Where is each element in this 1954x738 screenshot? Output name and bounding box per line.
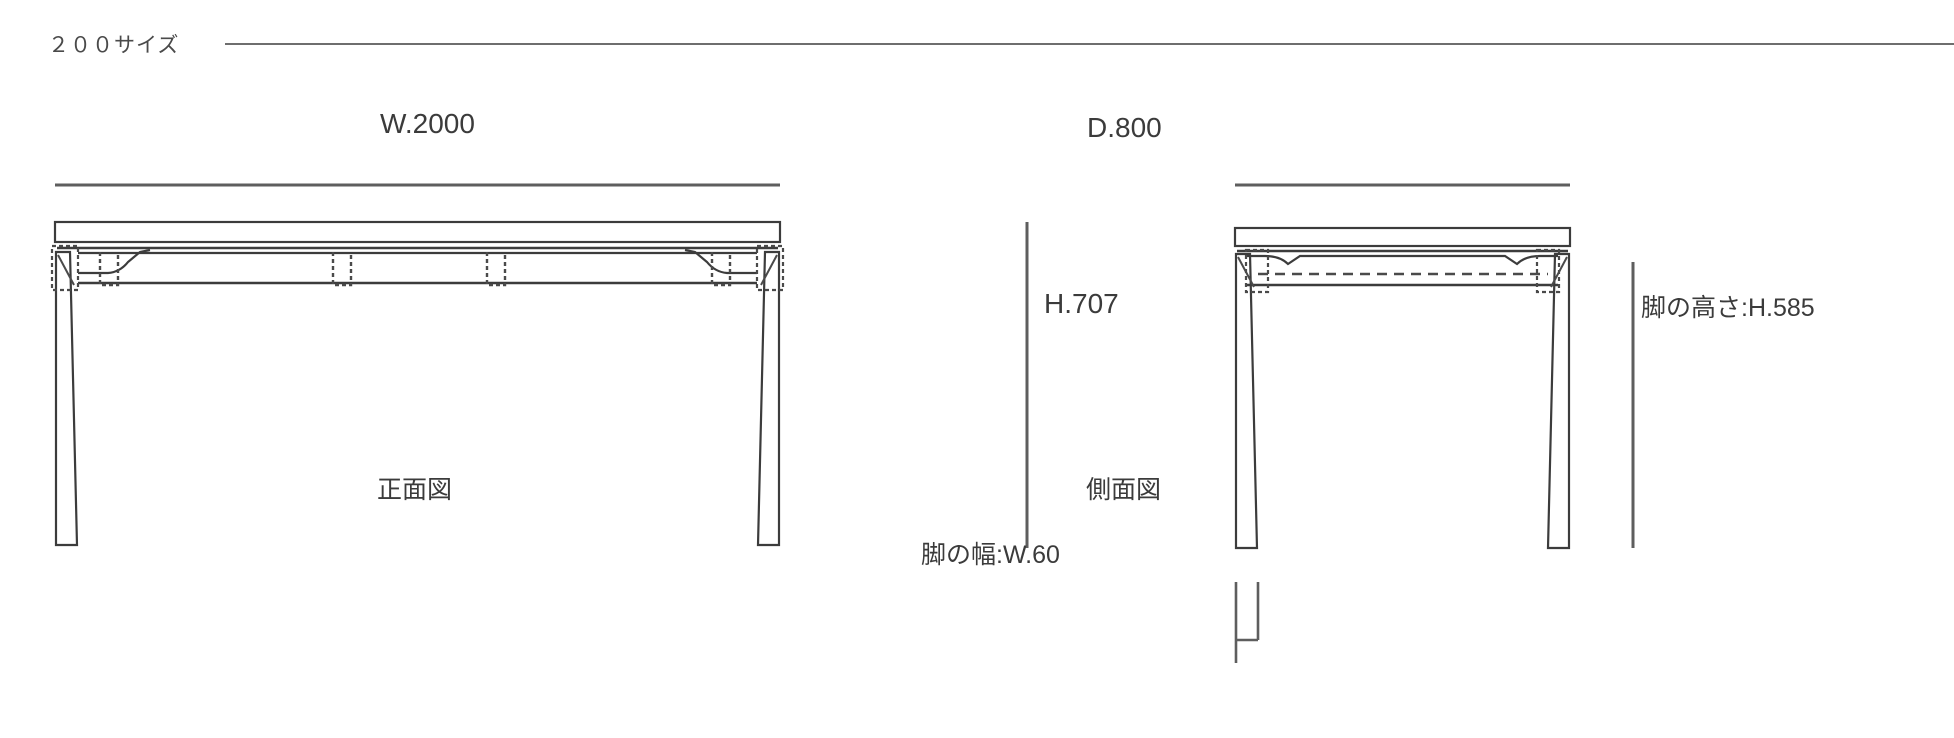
front-hidden-bracket-4 [710,252,732,287]
front-left-bracket [78,248,151,275]
side-left-leg-joint [1237,256,1255,288]
front-hidden-bracket-2 [331,252,353,287]
header-divider [225,43,1954,45]
leg-width-indicator [1234,582,1260,663]
header: ２００サイズ [0,24,1954,64]
front-right-leg [756,250,781,547]
front-view-drawing [50,183,785,547]
front-hidden-bracket-1 [98,252,120,287]
leg-height-label: 脚の高さ:H.585 [1641,294,1815,322]
front-tabletop [53,220,782,244]
front-left-leg-joint [57,254,75,286]
page-title: ２００サイズ [48,34,180,57]
front-hidden-bracket-3 [485,252,507,287]
side-view-caption: 側面図 [1086,476,1162,504]
front-right-leg-joint [760,254,778,286]
depth-dimension-label: D.800 [1087,112,1162,143]
side-right-leg [1546,252,1571,550]
height-dimension-label: H.707 [1044,288,1119,319]
front-view-caption: 正面図 [377,476,453,504]
width-dimension-label: W.2000 [380,108,475,139]
side-apron-profile [1247,254,1558,266]
front-right-bracket [684,248,757,275]
side-right-leg-joint [1550,256,1568,288]
front-left-leg [54,250,79,547]
side-left-leg [1234,252,1259,550]
leg-width-label: 脚の幅:W.60 [921,541,1060,569]
side-view-drawing [1233,183,1572,550]
side-tabletop [1233,226,1572,248]
